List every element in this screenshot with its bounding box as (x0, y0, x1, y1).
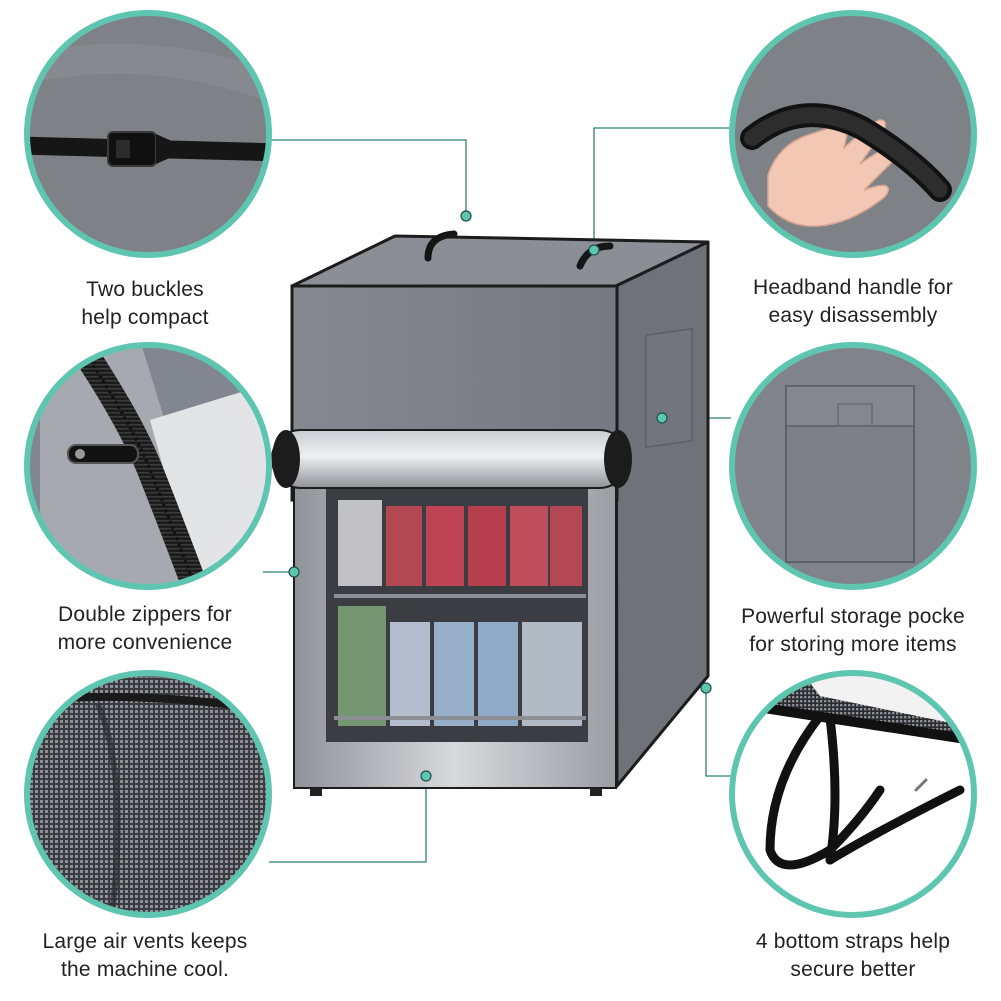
fridge-cover-product (271, 230, 710, 796)
caption-pocket-line1: Powerful storage pocke (741, 605, 965, 628)
connector-dot-buckles (460, 210, 472, 222)
connector-buckles (269, 139, 467, 216)
cover-side-face (614, 240, 710, 788)
connector-straps (705, 688, 735, 777)
caption-handle-line2: easy disassembly (768, 304, 938, 327)
caption-buckles-line2: help compact (81, 306, 209, 329)
caption-zippers-line2: more convenience (57, 631, 233, 654)
connector-dot-pocket (656, 412, 668, 424)
caption-pocket: Powerful storage pocke for storing more … (703, 603, 1001, 659)
fridge-foot-left (310, 788, 322, 796)
caption-straps: 4 bottom straps help secure better (703, 928, 1001, 984)
caption-buckles: Two buckles help compact (0, 276, 295, 332)
connector-dot-straps (700, 682, 712, 694)
caption-buckles-line1: Two buckles (86, 278, 204, 301)
detail-circle-buckles (24, 10, 272, 258)
top-handle-left (424, 230, 458, 262)
caption-handle: Headband handle for easy disassembly (703, 274, 1001, 330)
fridge-foot-right (590, 788, 602, 796)
caption-vents: Large air vents keeps the machine cool. (0, 928, 295, 984)
connector-dot-zippers (288, 566, 300, 578)
connector-handle (593, 127, 731, 250)
rolled-flap-end-left (272, 430, 300, 488)
detail-circle-zippers (24, 342, 272, 590)
connector-vents (269, 776, 427, 863)
caption-handle-line1: Headband handle for (753, 276, 953, 299)
caption-vents-line2: the machine cool. (61, 958, 229, 981)
connector-lines (263, 127, 735, 863)
detail-circle-handle (729, 10, 977, 258)
zipper-pull-icon (67, 444, 139, 464)
caption-zippers-line1: Double zippers for (57, 603, 233, 626)
storage-pocket-icon (785, 385, 915, 563)
strap-handle-icon (740, 103, 952, 202)
caption-pocket-line2: for storing more items (749, 633, 957, 656)
rolled-front-flap (271, 429, 629, 489)
caption-vents-line1: Large air vents keeps (42, 930, 248, 953)
caption-straps-line2: secure better (790, 958, 916, 981)
caption-zippers: Double zippers for more convenience (0, 601, 295, 657)
detail-circle-vents (24, 670, 272, 918)
connector-dots (288, 210, 712, 782)
detail-circle-straps (729, 670, 977, 918)
connector-dot-handle (588, 244, 600, 256)
fridge-contents-blurred (334, 500, 586, 726)
cover-side-pocket (645, 327, 693, 449)
rolled-flap-end-right (604, 430, 632, 488)
buckle-icon (107, 131, 174, 167)
detail-circle-pocket (729, 342, 977, 590)
strap-loop-icon (765, 711, 965, 870)
caption-straps-line1: 4 bottom straps help (755, 930, 951, 953)
connector-dot-vents (420, 770, 432, 782)
